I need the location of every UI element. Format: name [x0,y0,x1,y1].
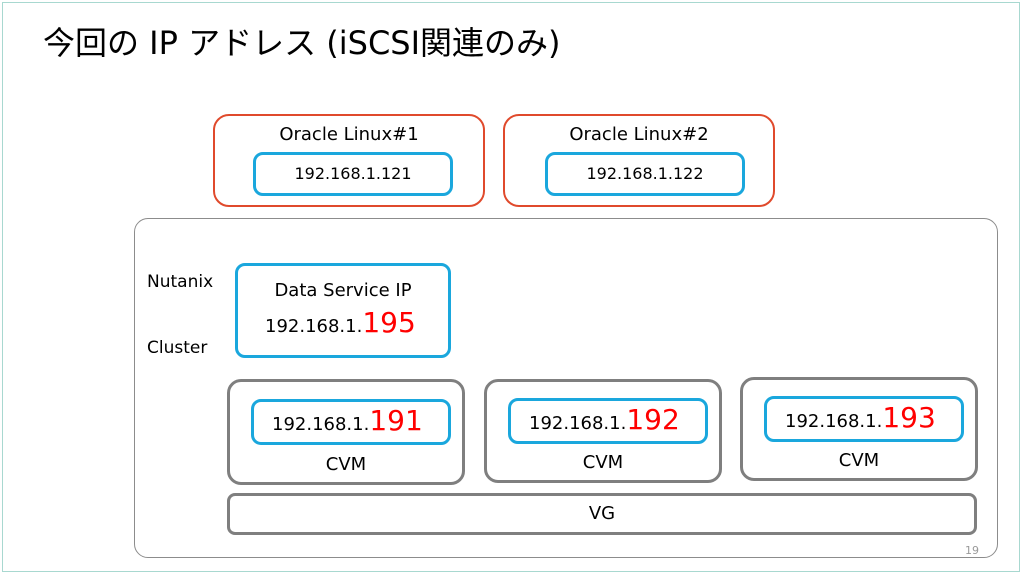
cvm-1-ip-prefix: 192.168.1. [272,414,370,435]
oracle-linux-2-ip-box: 192.168.1.122 [545,152,745,196]
cluster-label-line1: Nutanix [147,272,214,292]
cvm-2-ip-suffix: 192 [626,403,680,436]
cvm-3-ip-value: 192.168.1.193 [785,403,936,437]
cvm-1-box: 192.168.1.191 CVM [227,379,465,485]
cvm-3-ip-suffix: 193 [882,401,936,434]
cluster-label: Nutanix Cluster [147,227,213,403]
cvm-1-label: CVM [325,454,367,475]
cvm-2-ip-box: 192.168.1.192 [508,398,708,444]
cvm-1-ip-value: 192.168.1.191 [272,406,423,440]
slide-title: 今回の IP アドレス (iSCSI関連のみ) [43,24,561,62]
cvm-3-box: 192.168.1.193 CVM [740,377,978,481]
data-service-ip-label: Data Service IP [274,280,412,301]
vg-label: VG [588,503,616,524]
cvm-3-ip-box: 192.168.1.193 [764,396,964,442]
oracle-linux-1-ip-box: 192.168.1.121 [253,152,453,196]
data-service-ip-prefix: 192.168.1. [265,316,363,337]
cvm-3-ip-prefix: 192.168.1. [785,411,883,432]
oracle-linux-1-ip: 192.168.1.121 [294,164,412,183]
cvm-2-ip-value: 192.168.1.192 [529,405,680,439]
cluster-label-line2: Cluster [147,338,208,358]
cvm-1-ip-suffix: 191 [369,404,423,437]
cvm-2-label: CVM [582,452,624,473]
data-service-ip-value: 192.168.1.195 [265,308,416,342]
oracle-linux-2-box: Oracle Linux#2 192.168.1.122 [503,114,775,207]
oracle-linux-2-label: Oracle Linux#2 [569,124,709,145]
page-number: 19 [965,544,979,557]
nutanix-cluster-box: Nutanix Cluster Data Service IP 192.168.… [134,218,998,558]
vg-box: VG [227,493,977,535]
cvm-1-ip-box: 192.168.1.191 [251,399,451,445]
cvm-3-label: CVM [838,450,880,471]
oracle-linux-1-label: Oracle Linux#1 [279,124,419,145]
oracle-linux-2-ip: 192.168.1.122 [586,164,704,183]
data-service-ip-box: Data Service IP 192.168.1.195 [235,263,451,358]
cvm-2-ip-prefix: 192.168.1. [529,413,627,434]
data-service-ip-suffix: 195 [362,306,416,339]
oracle-linux-1-box: Oracle Linux#1 192.168.1.121 [213,114,485,207]
cvm-2-box: 192.168.1.192 CVM [484,379,722,483]
